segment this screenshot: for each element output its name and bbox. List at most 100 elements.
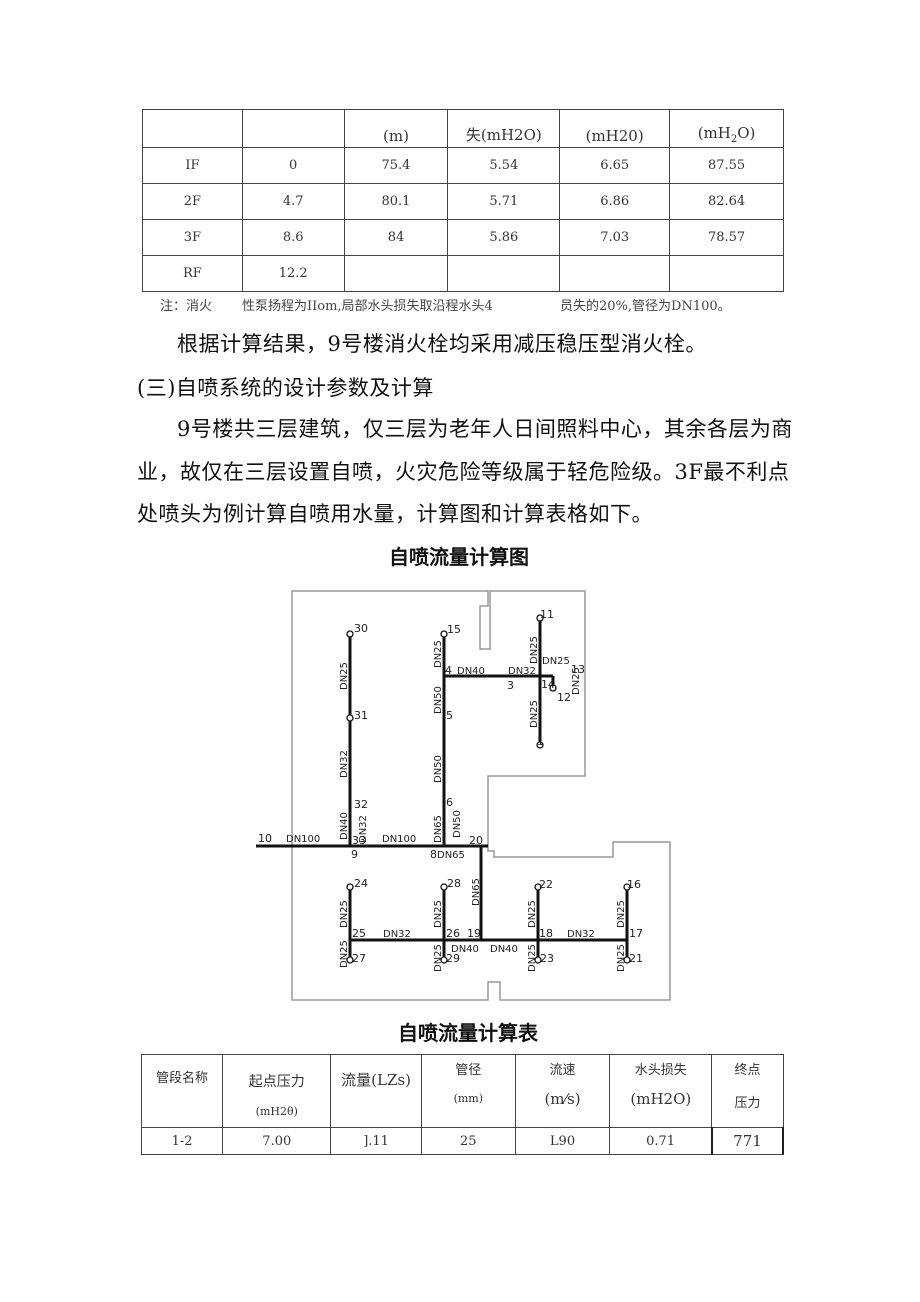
sprinkler-head xyxy=(346,883,354,891)
table-cell: L90 xyxy=(514,1127,611,1155)
node-label: 20 xyxy=(469,834,483,847)
header-unit: (m⁄s) xyxy=(544,1090,581,1108)
node-label: 23 xyxy=(540,952,554,965)
table-cell xyxy=(559,255,671,292)
node-label: 33 xyxy=(352,834,366,847)
table-cell: 7.03 xyxy=(559,219,671,256)
table-row: 1-2 7.00 ].11 25 L90 0.71 771 xyxy=(140,1127,785,1155)
header-label: 流速 xyxy=(549,1063,576,1078)
pipe-label: DN25 xyxy=(433,640,444,668)
sprinkler-head xyxy=(536,614,544,622)
node-label: 14 xyxy=(541,678,555,691)
node-label: 17 xyxy=(629,927,643,940)
table-cell: 7.00 xyxy=(222,1127,332,1155)
sprinkler-head xyxy=(534,883,542,891)
sprinkler-head xyxy=(623,883,631,891)
pipe-label: DN32 xyxy=(383,929,411,940)
node-label: 3 xyxy=(507,679,514,692)
pipe-label: DN25 xyxy=(616,900,627,928)
pipe-label: DN25 xyxy=(339,940,350,968)
node-label: 10 xyxy=(258,832,272,845)
node-label: 26 xyxy=(446,927,460,940)
hydrant-pressure-table: (m) 失(mH2O) (mH20) (mH2O) IF 0 75.4 5.54… xyxy=(142,109,784,292)
header-unit: (mH2O) xyxy=(630,1090,692,1108)
table-cell: 771 xyxy=(710,1127,785,1155)
node-label: 25 xyxy=(352,927,366,940)
sprinkler-head xyxy=(440,883,448,891)
header-cell: 流速 (m⁄s) xyxy=(514,1054,611,1128)
node-label: 6 xyxy=(446,796,453,809)
pipe-label: DN50 xyxy=(433,755,444,783)
table-cell xyxy=(669,255,784,292)
table-row: IF 0 75.4 5.54 6.65 87.55 xyxy=(142,147,784,184)
sprinkler-head xyxy=(440,630,448,638)
table-row: RF 12.2 xyxy=(142,255,784,292)
table-header-row: (m) 失(mH2O) (mH20) (mH2O) xyxy=(142,109,784,148)
node-label: 16 xyxy=(627,878,641,891)
table-cell: 25 xyxy=(420,1127,516,1155)
table-cell: 4.7 xyxy=(241,183,345,220)
pipe-label: DN25 xyxy=(529,636,540,664)
node-label: 18 xyxy=(539,927,553,940)
paragraph: 根据计算结果，9号楼消火栓均采用减压稳压型消火栓。 xyxy=(177,332,707,356)
pipe-label: DN40 xyxy=(457,666,485,677)
sprinkler-head xyxy=(549,684,557,692)
header-unit: (mH2θ) xyxy=(255,1105,298,1118)
pipe-label: DN32 xyxy=(339,750,350,778)
node-label: 12 xyxy=(557,691,571,704)
table-cell: 80.1 xyxy=(343,183,449,220)
header-label: 起点压力 xyxy=(248,1074,305,1090)
node-label: 9 xyxy=(351,848,358,861)
paragraph: 9号楼共三层建筑，仅三层为老年人日间照料中心，其余各层为商 xyxy=(177,417,793,441)
table-cell: 78.57 xyxy=(669,219,784,256)
pipe-label: DN25 xyxy=(527,900,538,928)
pipe-label: DN32 xyxy=(508,666,536,677)
pipe-label: DN25 xyxy=(616,944,627,972)
header-cell: 管径 (mm) xyxy=(420,1054,516,1128)
node-label: 8 xyxy=(430,848,437,861)
header-unit: 压力 xyxy=(734,1096,761,1111)
header-label: 管段名称 xyxy=(156,1071,209,1086)
header-cell: 失(mH2O) xyxy=(447,109,561,148)
table-row: 3F 8.6 84 5.86 7.03 78.57 xyxy=(142,219,784,256)
pipe-label: DN100 xyxy=(382,834,416,845)
pipe-label: DN32 xyxy=(567,929,595,940)
node-label: 24 xyxy=(354,877,368,890)
pipe-label: DN65 xyxy=(471,878,482,906)
sprinkler-flow-table: 管段名称 起点压力 (mH2θ) 流量(LZs) 管径 (mm) 流速 (m⁄s… xyxy=(140,1054,785,1155)
table-row: 2F 4.7 80.1 5.71 6.86 82.64 xyxy=(142,183,784,220)
node-label: 19 xyxy=(467,927,481,940)
pipe-label: DN40 xyxy=(490,944,518,955)
table-cell: RF xyxy=(142,255,243,292)
table-cell: 6.86 xyxy=(559,183,671,220)
header-cell: (m) xyxy=(343,109,449,148)
pipe-label: DN25 xyxy=(339,900,350,928)
sprinkler-head xyxy=(440,956,448,964)
pipe-label: DN25 xyxy=(542,656,570,667)
section-heading: (三)自喷系统的设计参数及计算 xyxy=(137,376,434,400)
header-label: 水头损失 xyxy=(634,1063,687,1078)
node-label: 5 xyxy=(446,709,453,722)
header-label: 流量(LZs) xyxy=(341,1071,411,1089)
header-cell: (mH2O) xyxy=(669,109,784,148)
sprinkler-head xyxy=(346,956,354,964)
header-unit: (mm) xyxy=(453,1092,484,1105)
pipe-label: DN25 xyxy=(529,700,540,728)
table-note: 性泵扬程为IIom,局部水头损失取沿程水头4 xyxy=(242,299,493,314)
pipe-label: DN25 xyxy=(433,944,444,972)
pipe-label: DN25 xyxy=(339,662,350,690)
table-cell xyxy=(343,255,449,292)
table-cell: 0 xyxy=(241,147,345,184)
node-label: 15 xyxy=(447,623,461,636)
node-label: 4 xyxy=(445,664,452,677)
node-label: 30 xyxy=(354,622,368,635)
node-label: 21 xyxy=(629,952,643,965)
node-label: 29 xyxy=(446,952,460,965)
sprinkler-head xyxy=(536,741,544,749)
header-label: 终点 xyxy=(734,1063,761,1078)
header-cell: 水头损失 (mH2O) xyxy=(609,1054,713,1128)
table-cell: 5.86 xyxy=(447,219,561,256)
pipe-label: DN100 xyxy=(286,834,320,845)
pipe-label: DN25 xyxy=(571,667,582,695)
